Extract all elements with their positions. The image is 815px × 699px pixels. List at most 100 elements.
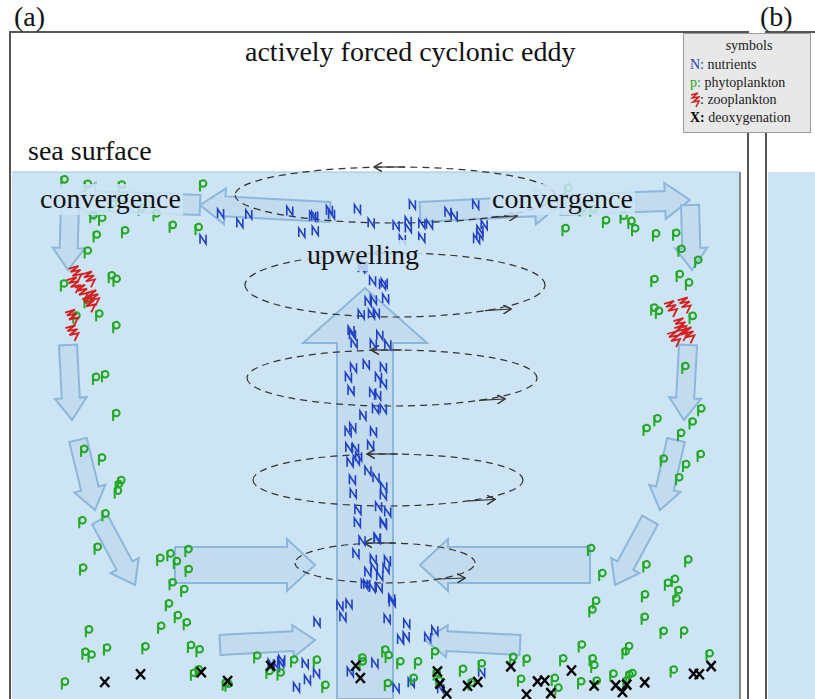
phytoplankton-symbol [166, 550, 168, 561]
phytoplankton-symbol [681, 363, 683, 374]
nutrient-symbol [363, 360, 369, 369]
deoxygenation-symbol [197, 667, 206, 677]
deoxygenation-symbol [590, 680, 599, 690]
phytoplankton-symbol [78, 517, 80, 528]
nutrient-symbol [380, 404, 386, 413]
nutrient-symbol [376, 502, 382, 511]
panel-title: actively forced cyclonic eddy [245, 37, 575, 68]
eddy-arrowhead [368, 453, 398, 454]
phytoplankton-symbol [642, 561, 644, 572]
flow-arrow [649, 438, 685, 510]
nutrient-symbol [380, 491, 386, 500]
nutrient-symbol [314, 669, 320, 678]
nutrient-symbol [373, 404, 379, 413]
zooplankton-symbol [75, 285, 88, 301]
nutrient-symbol [340, 612, 346, 621]
nutrient-symbol [383, 294, 389, 303]
phytoplankton-symbol [290, 657, 292, 668]
phytoplankton-symbol [660, 628, 662, 639]
deoxygenation-symbol [506, 661, 515, 671]
nutrient-symbol [346, 443, 352, 452]
nutrient-symbol [347, 458, 353, 467]
nutrient-symbol [354, 205, 360, 214]
zooplankton-swatch [690, 92, 700, 108]
nutrient-symbol [360, 411, 366, 420]
nutrient-symbol [477, 226, 483, 235]
phytoplankton-symbol [180, 586, 182, 597]
phytoplankton-symbol [183, 619, 185, 630]
flow-arrow [55, 345, 87, 421]
nutrient-symbol [427, 220, 433, 229]
nutrient-symbol [246, 210, 252, 219]
nutrient-symbol [353, 456, 359, 465]
phytoplankton-symbol [559, 655, 561, 666]
nutrient-symbol [346, 599, 352, 608]
nutrient-symbol [326, 206, 332, 215]
nutrient-symbol [370, 427, 376, 436]
nutrient-symbol [348, 326, 354, 335]
phytoplankton-symbol [431, 648, 433, 659]
phytoplankton-symbol [185, 566, 187, 577]
nutrient-symbol [354, 518, 360, 527]
phytoplankton-symbol [108, 272, 110, 283]
nutrient-symbol [365, 568, 371, 577]
eddy-arrowhead [491, 216, 516, 217]
nutrient-symbol [218, 209, 224, 218]
phytoplankton-symbol [588, 606, 590, 617]
phytoplankton-symbol [112, 322, 114, 333]
flow-label: convergence [38, 184, 183, 215]
nutrient-symbol [445, 208, 451, 217]
nutrient-symbol [380, 520, 386, 529]
nutrient-symbol [385, 508, 391, 517]
phytoplankton-symbol [685, 279, 687, 290]
legend-row: : zooplankton [690, 91, 808, 109]
phytoplankton-symbol [602, 217, 604, 228]
nutrient-symbol [370, 339, 376, 348]
region-label: sea surface [28, 136, 152, 167]
phytoplankton-symbol [81, 649, 83, 660]
zooplankton-symbol [65, 310, 78, 326]
nutrient-symbol [345, 372, 351, 381]
eddy-arrowhead [375, 166, 405, 167]
nutrient-symbol [350, 489, 356, 498]
phytoplankton-symbol [396, 658, 398, 669]
phytoplankton-symbol [578, 642, 580, 653]
phytoplankton-symbol [199, 181, 201, 192]
panel-frame [10, 32, 748, 699]
phytoplankton-symbol [112, 276, 114, 287]
eddy-rotation [235, 167, 555, 583]
phytoplankton-symbol [195, 646, 197, 657]
eddy-ring [245, 285, 545, 317]
eddy-ring [253, 454, 523, 480]
phytoplankton-symbol [98, 215, 100, 226]
phytoplankton-symbol [672, 595, 674, 606]
nutrient-symbol [419, 219, 425, 228]
eddy-arrowhead [485, 309, 510, 311]
deoxygenation-symbol [136, 669, 145, 679]
nutrient-symbol [473, 200, 479, 209]
deoxygenation-symbol [433, 667, 442, 677]
nutrient-symbol [304, 675, 310, 684]
phytoplankton-symbol [694, 257, 696, 268]
nutrient-symbol [294, 683, 300, 692]
phytoplankton-symbol [165, 600, 167, 611]
plankton-symbols [61, 176, 716, 699]
deoxygenation-symbol [611, 680, 620, 690]
nutrient-symbol [380, 280, 386, 289]
eddy-ring [253, 480, 523, 506]
nutrient-symbol [299, 228, 305, 237]
phytoplankton-symbol [672, 230, 674, 241]
phytoplankton-symbol [609, 671, 611, 682]
nutrient-symbol [380, 363, 386, 372]
phytoplankton-symbol [653, 415, 655, 426]
nutrient-symbol [358, 310, 364, 319]
phytoplankton-symbol [80, 446, 82, 457]
phytoplankton-symbol [187, 642, 189, 653]
phytoplankton-symbol [689, 418, 691, 429]
deoxygenation-symbol [707, 661, 716, 671]
nutrient-symbol [374, 534, 380, 543]
phytoplankton-symbol [627, 218, 629, 229]
phytoplankton-symbol [184, 546, 186, 557]
nutrient-symbol [451, 211, 457, 220]
phytoplankton-symbol [95, 310, 97, 321]
